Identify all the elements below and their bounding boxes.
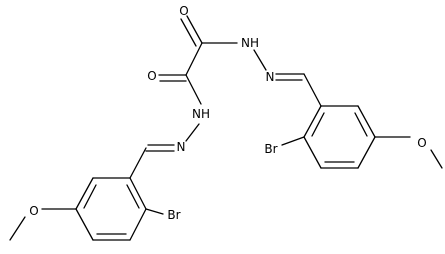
bond-c1-o-double-b <box>180 18 197 47</box>
atom-n-left: N <box>177 140 186 154</box>
atom-br-left: Br <box>167 208 180 222</box>
bond-ch-ring-left <box>129 147 147 179</box>
ring-right-b23 <box>357 105 376 138</box>
bond-nh-n-left <box>185 123 200 142</box>
bond-c2-nh <box>185 74 202 105</box>
atom-o-top: O <box>179 4 188 18</box>
ring-left-b56 <box>75 177 94 210</box>
ring-left-b23 <box>129 208 147 241</box>
bond-ch-ring-right <box>303 73 322 107</box>
atom-nh-left: NH <box>192 107 210 121</box>
bond-c1-o-double-a <box>186 15 203 44</box>
bond-o-me-right <box>430 149 443 169</box>
atom-o-methoxy-left: O <box>29 204 38 218</box>
bond-ring-br-right <box>281 136 305 146</box>
bond-o-me-left <box>9 216 26 241</box>
ring-left-b12 <box>129 177 147 210</box>
ring-left-d12 <box>126 184 140 209</box>
ring-right-b61 <box>303 105 322 138</box>
ring-right-b56 <box>303 136 322 169</box>
ring-left-b45 <box>75 208 94 241</box>
bond-c1-c2 <box>185 42 203 76</box>
atom-o-left: O <box>147 69 156 83</box>
bond-ring-br-left <box>145 208 164 215</box>
ring-left-d56 <box>83 184 97 209</box>
atom-o-methoxy-right: O <box>417 136 426 150</box>
atom-br-right: Br <box>264 142 277 156</box>
ring-right-d61 <box>311 112 325 137</box>
atom-n-top: N <box>266 70 275 84</box>
ring-right-b34 <box>357 136 376 169</box>
atom-nh-top: NH <box>241 36 259 50</box>
ring-right-d23 <box>354 112 368 137</box>
bond-nh-n-right <box>253 49 267 71</box>
